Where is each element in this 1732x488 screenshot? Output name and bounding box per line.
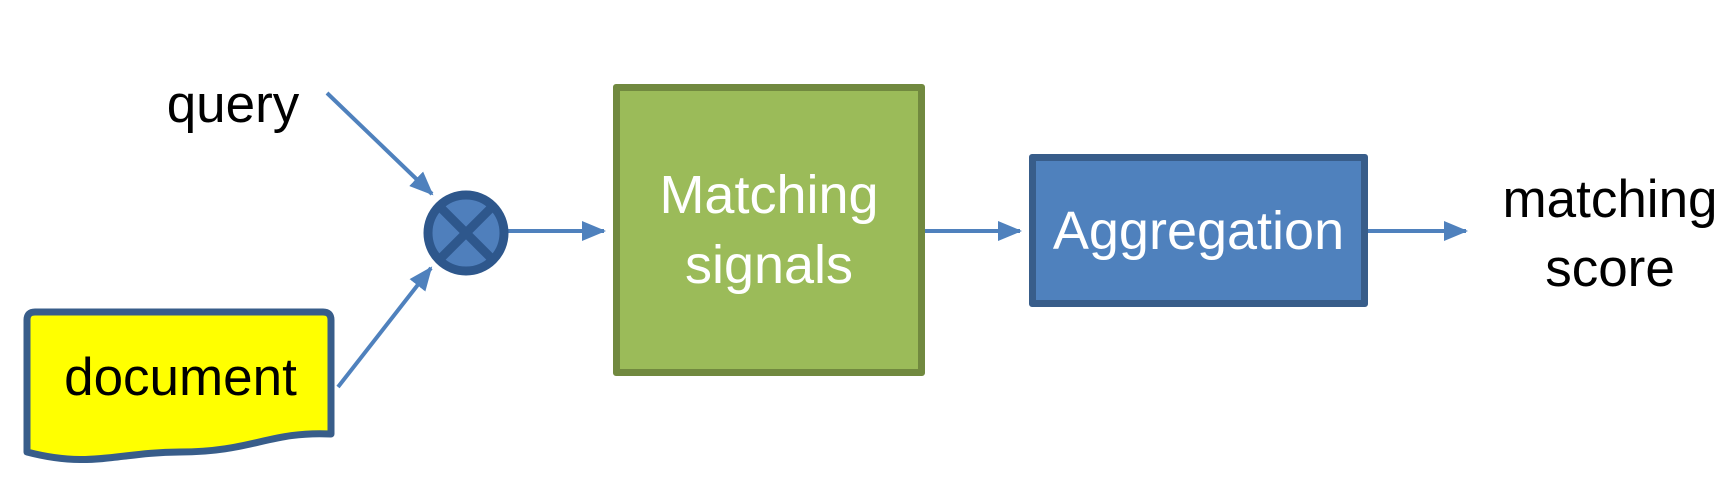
document-arrow — [336, 266, 433, 389]
query-label: query — [166, 74, 300, 134]
aggregation-label: Aggregation — [1052, 200, 1345, 261]
query-arrow — [325, 91, 434, 196]
document-label: document — [64, 347, 297, 407]
matching-signals-label: Matching signals — [659, 165, 879, 295]
circled-times-icon — [423, 190, 509, 276]
aggregation-box: Aggregation — [1029, 154, 1368, 307]
matching-score-label: matching score — [1502, 170, 1718, 298]
document-shape — [23, 308, 335, 464]
matching-signals-box: Matching signals — [613, 84, 925, 376]
